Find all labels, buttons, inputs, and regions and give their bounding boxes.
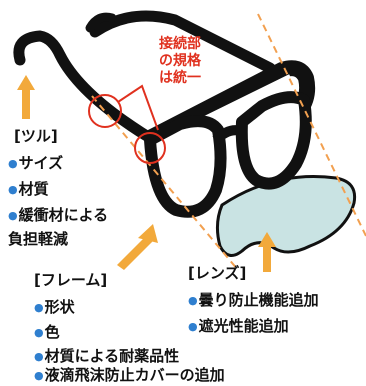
joint-circle-lower bbox=[134, 132, 166, 164]
temple-item-size: サイズ bbox=[8, 154, 64, 174]
frame-item-color: 色 bbox=[34, 323, 60, 343]
dashed-guide-lower bbox=[91, 95, 239, 271]
frame-heading: [フレーム] bbox=[34, 271, 108, 289]
temple-heading: [ツル] bbox=[14, 127, 58, 145]
arrow-frame bbox=[117, 224, 158, 270]
frame-item-cover: 液滴飛沫防止カバーの追加 bbox=[34, 366, 225, 386]
left-temple bbox=[13, 30, 156, 144]
callout-pointer bbox=[117, 84, 159, 131]
lens-heading: [レンズ] bbox=[188, 264, 247, 282]
joint-circle-upper bbox=[88, 94, 122, 128]
right-temple-outer bbox=[85, 12, 117, 33]
callout-line-1: 接続部 bbox=[159, 36, 201, 52]
dashed-guide-upper bbox=[257, 13, 366, 237]
callout-text: 接続部 の規格 は統一 bbox=[148, 36, 212, 87]
frame-item-chemical: 材質による耐薬品性 bbox=[34, 347, 180, 367]
arrow-lens bbox=[258, 232, 276, 272]
lens-cover bbox=[215, 175, 357, 257]
frame-right-rim bbox=[235, 91, 312, 190]
arrow-temple bbox=[17, 75, 35, 119]
temple-item-cushion-cont: 負担軽減 bbox=[8, 230, 69, 248]
callout-line-3: は統一 bbox=[159, 70, 201, 86]
temple-item-cushion: 緩衝材による bbox=[8, 206, 109, 226]
lens-item-shading: 遮光性能追加 bbox=[188, 317, 289, 337]
callout-line-2: の規格 bbox=[159, 53, 201, 69]
frame-left-rim bbox=[144, 115, 227, 218]
temple-item-material: 材質 bbox=[8, 180, 49, 200]
frame-item-shape: 形状 bbox=[34, 298, 75, 318]
lens-item-antifog: 曇り防止機能追加 bbox=[188, 291, 319, 311]
right-temple bbox=[89, 10, 276, 74]
